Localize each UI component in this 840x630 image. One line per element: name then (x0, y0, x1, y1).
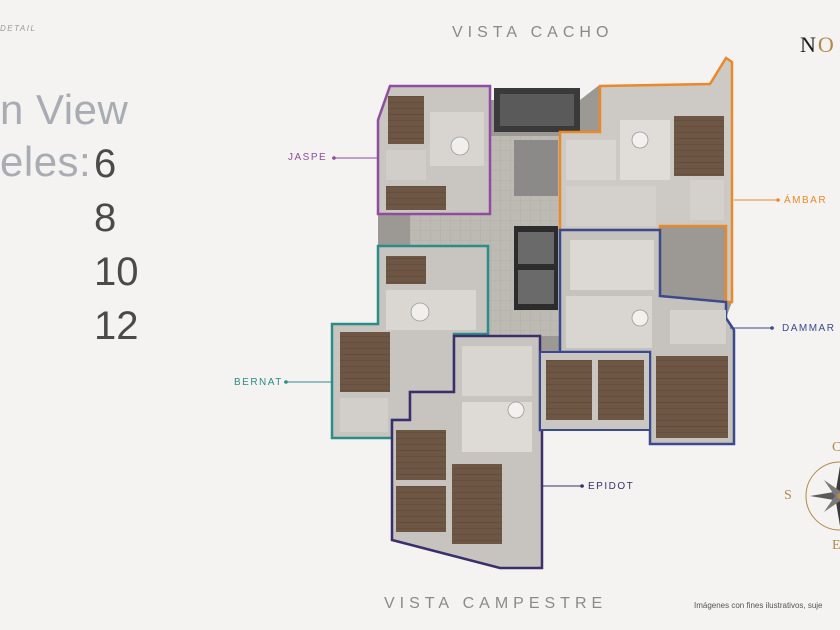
unit-ambar-plan (558, 56, 734, 304)
level-12: 12 (94, 304, 139, 348)
compass-north-letter: C (832, 440, 840, 455)
unit-epidot-plan (390, 334, 544, 570)
level-10: 10 (94, 250, 139, 294)
leader-lines (284, 156, 780, 488)
unit-middle-south (539, 351, 651, 431)
unit-jaspe-plan (376, 84, 492, 216)
title-line-2: eles: (0, 138, 92, 185)
unit-dammar-plan (558, 228, 736, 446)
disclaimer-text: Imágenes con fines ilustrativos, suje (694, 601, 823, 610)
level-8: 8 (94, 196, 117, 240)
logo-mark: O (817, 32, 836, 57)
compass-rose-icon (805, 461, 840, 531)
unit-label-jaspe[interactable]: JASPE (288, 152, 328, 163)
vista-bottom-label: VISTA CAMPESTRE (384, 595, 608, 612)
unit-label-ambar[interactable]: ÁMBAR (784, 195, 828, 206)
compass-west-letter: S (784, 488, 792, 503)
unit-label-dammar[interactable]: DAMMAR (782, 323, 836, 334)
unit-label-bernat[interactable]: BERNAT (234, 377, 283, 388)
unit-bernat-plan (330, 244, 490, 440)
logo-letter: N (800, 32, 818, 57)
title-line-1: n View (0, 86, 129, 133)
compass-south-letter: E (832, 538, 840, 553)
vista-top-label: VISTA CACHO (452, 24, 614, 41)
unit-label-epidot[interactable]: EPIDOT (588, 481, 635, 492)
brand-logo: NO (800, 32, 836, 58)
corner-label: DETAIL (0, 24, 37, 33)
level-6: 6 (94, 142, 117, 186)
